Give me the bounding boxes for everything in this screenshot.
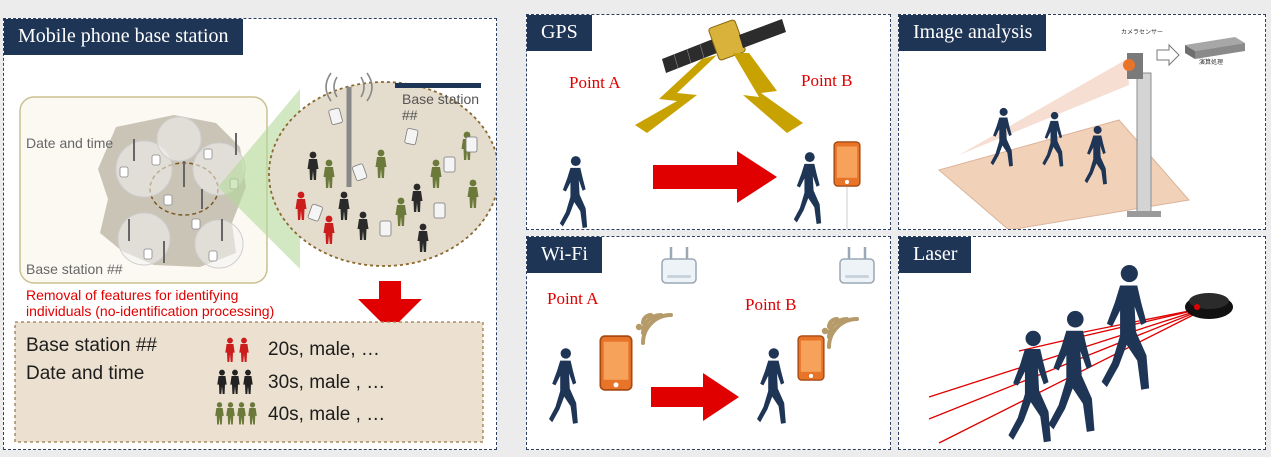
router-icon-b xyxy=(838,245,876,285)
date-time-label: Date and time xyxy=(26,135,114,151)
removal-text-line-1: Removal of features for identifying xyxy=(26,287,239,303)
removal-text-line-2: individuals (no-identification processin… xyxy=(26,303,275,319)
panel-title-image-analysis: Image analysis xyxy=(899,15,1047,51)
laser-scanner-icon xyxy=(1185,293,1233,319)
camera-sensor-label: カメラセンサー xyxy=(1121,30,1164,36)
result-row-20s: 20s, male, … xyxy=(268,339,380,360)
wifi-diagram xyxy=(549,245,876,424)
base-station-top-label: Base station ## xyxy=(402,91,480,123)
server-label: 演算処理 xyxy=(1199,60,1224,66)
image-analysis-diagram xyxy=(937,37,1245,229)
wifi-signal-icon-a xyxy=(641,313,673,345)
result-row-40s: 40s, male , … xyxy=(268,404,386,425)
gps-point-a: Point A xyxy=(569,73,621,92)
laser-panel: Laser xyxy=(898,236,1266,450)
image-analysis-panel: Image analysis カメラセンサー 演算処理 xyxy=(898,14,1266,230)
router-icon-a xyxy=(660,245,698,285)
mobile-diagram xyxy=(14,72,496,443)
satellite-icon xyxy=(662,19,786,73)
panel-title-laser: Laser xyxy=(899,237,972,273)
panel-title-gps: GPS xyxy=(527,15,592,51)
gps-diagram xyxy=(559,19,861,229)
panel-title-mobile: Mobile phone base station xyxy=(4,19,243,55)
wifi-signal-icon-b xyxy=(827,317,859,349)
mobile-base-station-panel: Mobile phone base station xyxy=(3,18,497,450)
result-row-30s: 30s, male , … xyxy=(268,372,386,393)
laser-diagram xyxy=(928,264,1233,444)
base-station-label: Base station ## xyxy=(26,261,123,277)
removal-text: Removal of features for identifying indi… xyxy=(26,287,274,319)
panel-title-wifi: Wi-Fi xyxy=(527,237,602,273)
result-base-station: Base station ## xyxy=(26,335,157,356)
wifi-panel: Wi-Fi Point A Point B xyxy=(526,236,891,450)
result-date-time: Date and time xyxy=(26,363,145,384)
gps-panel: GPS Point A Point B xyxy=(526,14,891,230)
wifi-point-a: Point A xyxy=(547,289,599,308)
wifi-point-b: Point B xyxy=(745,295,797,314)
gps-point-b: Point B xyxy=(801,71,853,90)
